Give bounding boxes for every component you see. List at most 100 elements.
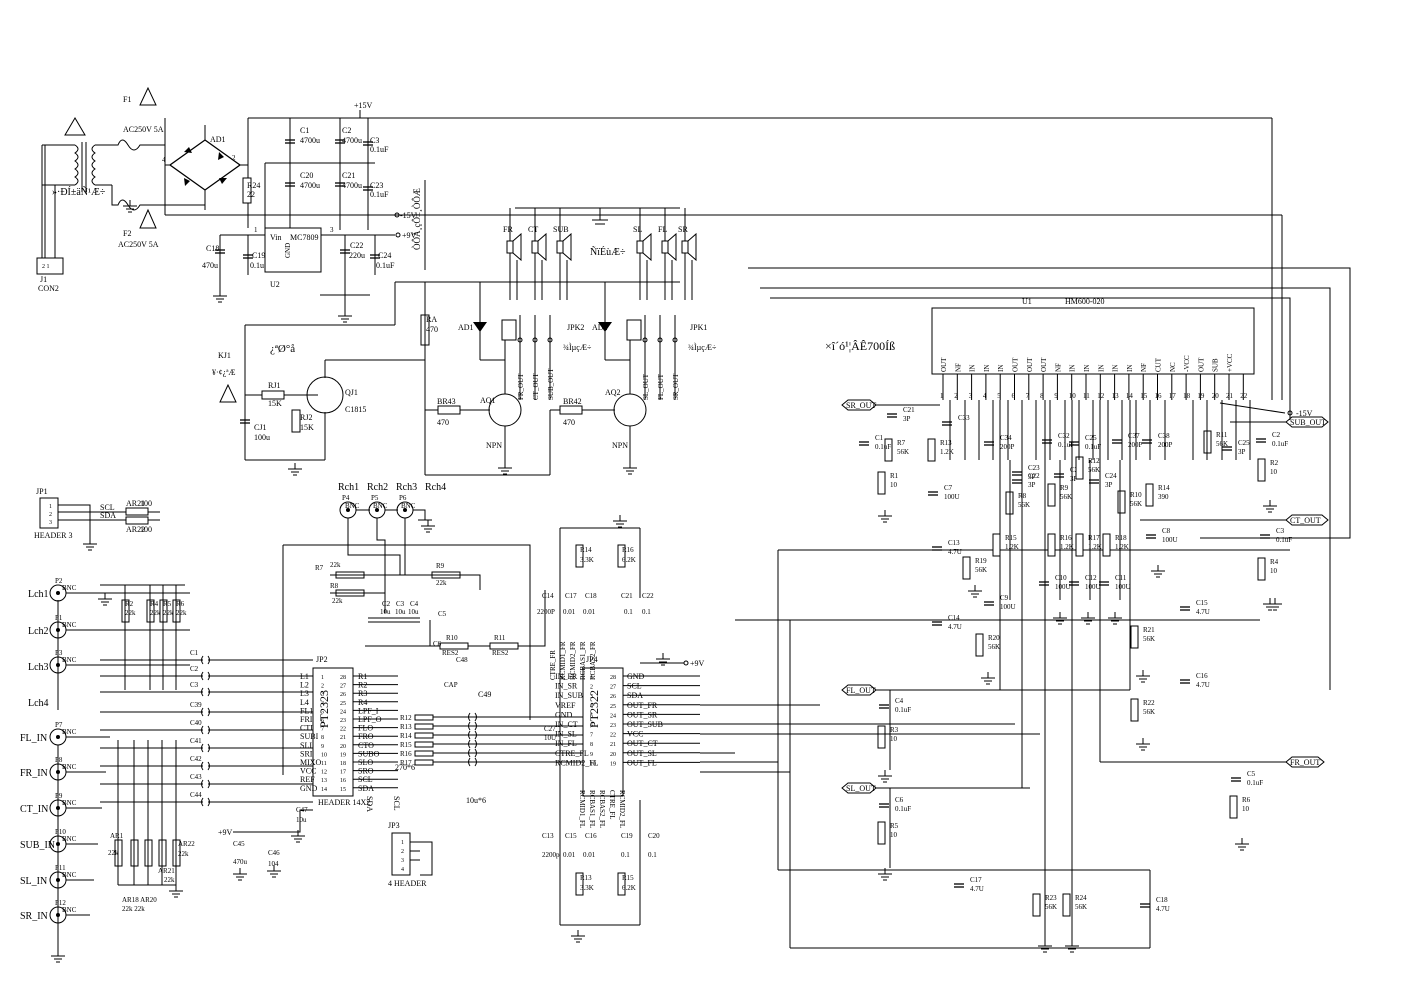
control-note: ¿ªØ°å: [270, 343, 295, 355]
u1-pins: OUT1NF2IN3IN4IN5OUT6OUT7OUT8NF9IN10IN11I…: [940, 353, 1248, 400]
jp2-left-label: CTI: [300, 724, 313, 733]
c3b-label: C3: [396, 600, 405, 608]
c19p-label: C19: [252, 251, 265, 260]
jp4-top-label: RCBAS2_FR: [589, 641, 597, 680]
jp2-left-pin: 3: [321, 692, 324, 698]
ad1-label: AD1: [210, 135, 226, 144]
u1-pin-number: 4: [983, 392, 987, 400]
u1-pin-number: 15: [1140, 392, 1148, 400]
jp4-left-label: IN_SR: [555, 682, 578, 691]
input-res-val: 22k: [163, 609, 174, 617]
ground-symbol: [1065, 940, 1079, 953]
ar18-val: 22k 22k: [122, 905, 145, 913]
coupling-cap-label: C43: [190, 773, 202, 781]
jp2-left-pin: 11: [321, 761, 327, 767]
sub-out-flag: SUB_OUT: [1290, 418, 1326, 427]
part-value: 100U: [1115, 583, 1131, 591]
c2p-val: 4700u: [342, 136, 362, 145]
part-ref: C5: [1247, 770, 1256, 778]
c23p-label: C23: [370, 181, 383, 190]
c45-val: 470u: [233, 858, 248, 866]
r-series-label: R16: [400, 750, 412, 758]
part-value: 0.1uF: [1058, 441, 1074, 449]
c46-label: C46: [268, 849, 280, 857]
r9-label: R9: [436, 562, 445, 570]
r16b-label: R16: [622, 546, 634, 554]
lch-label: Lch1: [28, 589, 49, 600]
part-ref: C11: [1115, 574, 1127, 582]
bnc-label: BNC: [62, 584, 77, 592]
r14b-label: R14: [580, 546, 592, 554]
jp2-left-label: MIXO: [300, 758, 322, 767]
speaker-ct: CT: [528, 208, 547, 300]
c2p-label: C2: [342, 126, 351, 135]
u1-pin-label: OUT: [1197, 357, 1205, 372]
jp3-pin1: 1: [401, 840, 404, 846]
u1-pin-label: OUT: [1040, 357, 1048, 372]
amp-part-c3: C30.1uF: [1260, 527, 1292, 544]
jp2-left-pin: 9: [321, 744, 324, 750]
part-ref: C25: [1238, 439, 1250, 447]
lch-label: Lch4: [28, 698, 49, 709]
jp1-sda: SDA: [100, 511, 116, 520]
pt2323-chip: PT2323: [317, 690, 331, 728]
part-ref: R17: [1088, 534, 1100, 542]
u2-pin1: 1: [254, 226, 258, 234]
u1-pin-number: 13: [1112, 392, 1120, 400]
jp2-left-pin: 5: [321, 709, 324, 715]
ground-symbol: [169, 885, 183, 898]
port-label: P11: [55, 864, 66, 872]
part-ref: R12: [1088, 457, 1100, 465]
filter-capacitors: C1 4700u C2 4700u C3 0.1uF C20 4700u C21…: [264, 118, 389, 230]
f2-rating: AC250V 5A: [118, 240, 159, 249]
r11-label: R11: [494, 634, 506, 642]
ground-symbol: [98, 593, 112, 606]
u1-pin-label: IN: [1097, 365, 1105, 372]
jp4-left-label: IN_SL: [555, 730, 577, 739]
port-label: P2: [55, 577, 63, 585]
c18p-label: C18: [206, 244, 219, 253]
ground-symbol: [623, 462, 637, 475]
u1-pin-label: IN: [969, 365, 977, 372]
relay-coil-right: [626, 319, 642, 341]
part-value: 3P: [1070, 475, 1078, 483]
part-value: 4.7U: [1196, 608, 1210, 616]
rj2-val: 15K: [300, 423, 314, 432]
jp4-right-pin: 20: [610, 752, 616, 758]
ground-symbol: [1151, 565, 1165, 578]
c47-label: C47: [296, 806, 308, 814]
part-ref: R19: [975, 557, 987, 565]
relay-coil-left: [501, 319, 517, 341]
amp-part-c1: C10.1uF: [859, 434, 891, 451]
jp2-left-label: L4: [300, 698, 309, 707]
port-label: P7: [55, 721, 63, 729]
part-value: 10: [890, 481, 898, 489]
transformer-label: »·ÐÍ±äÑ¹Æ÷: [52, 186, 106, 198]
part-ref: R1: [890, 472, 899, 480]
c49-val: 10u*6: [466, 796, 486, 805]
part-value: 10: [890, 831, 898, 839]
part-ref: R4: [1270, 558, 1279, 566]
part-value: 56K: [975, 566, 987, 574]
u1-pin-number: 8: [1040, 392, 1044, 400]
part-value: 1.2K: [1115, 543, 1129, 551]
jp3-header: JP3 4 HEADER 1 2 3 4: [388, 821, 433, 888]
u1-pin-label: CUT: [1155, 357, 1163, 372]
relay-out-label: FL_OUT: [657, 373, 665, 400]
u1-pin-number: 3: [969, 392, 973, 400]
part-ref: C32: [1058, 432, 1070, 440]
bnc-label: BNC: [62, 835, 77, 843]
